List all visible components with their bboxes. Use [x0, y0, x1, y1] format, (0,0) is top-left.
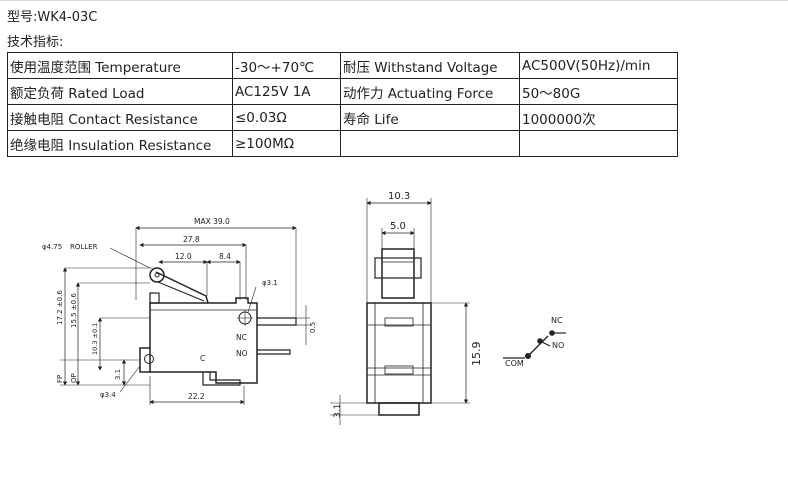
table-cell	[519, 130, 678, 157]
hole-diameter: φ3.1	[262, 279, 278, 287]
dim-27-8: 27.8	[183, 235, 200, 244]
dim-12-0: 12.0	[175, 252, 192, 261]
table-cell: AC125V 1A	[232, 78, 341, 105]
table-cell: 50～80G	[519, 78, 678, 105]
side-height: 15.9	[470, 342, 483, 367]
dim-op: 15.5 ±0.6	[70, 293, 78, 328]
schematic-labels: NC NO COM	[505, 316, 564, 368]
roller-diameter: φ4.75	[42, 243, 62, 251]
table-cell: 1000000次	[519, 104, 678, 131]
table-cell: 动作力 Actuating Force	[340, 78, 520, 105]
side-width: 10.3	[388, 191, 410, 202]
terminal-no-label: NO	[236, 349, 248, 358]
table-row: 绝缘电阻 Insulation Resistance ≥100MΩ	[7, 130, 678, 157]
schematic-nc: NC	[551, 316, 563, 325]
top-divider	[0, 0, 788, 1]
table-cell: 寿命 Life	[340, 104, 520, 131]
terminal-nc-label: NC	[236, 333, 247, 342]
table-cell	[340, 130, 520, 157]
terminal-c-label: C	[200, 354, 205, 363]
dim-22-2: 22.2	[188, 392, 205, 401]
schematic-no: NO	[552, 341, 564, 350]
table-cell: 绝缘电阻 Insulation Resistance	[7, 130, 233, 157]
spec-title: 技术指标:	[7, 35, 64, 50]
dim-max-length: MAX 39.0	[194, 217, 230, 226]
dim-0-5: 0.5	[309, 322, 317, 333]
fp-label: FP	[56, 375, 64, 383]
dim-fp: 17.2 ±0.6	[56, 290, 64, 325]
table-cell: ≥100MΩ	[232, 130, 341, 157]
table-cell: 接触电阻 Contact Resistance	[7, 104, 233, 131]
table-row: 接触电阻 Contact Resistance ≤0.03Ω 寿命 Life 1…	[7, 104, 678, 131]
lever-extension	[257, 317, 297, 326]
schematic-com: COM	[505, 359, 524, 368]
actuator-lever	[155, 271, 209, 304]
switch-body	[149, 297, 258, 384]
dim-3-1-front: 3.1	[114, 369, 122, 380]
table-cell: AC500V(50Hz)/min	[519, 52, 678, 79]
terminal-bottom	[202, 372, 241, 386]
table-cell: -30～+70℃	[232, 52, 341, 79]
spec-table: 使用温度范围 Temperature -30～+70℃ 耐压 Withstand…	[7, 52, 678, 157]
table-cell: 额定负荷 Rated Load	[7, 78, 233, 105]
mounting-hole-small	[144, 354, 154, 364]
model-number: 型号:WK4-03C	[7, 10, 98, 25]
side-view	[330, 198, 470, 425]
op-label: OP	[70, 373, 78, 383]
table-cell: ≤0.03Ω	[232, 104, 341, 131]
hole-small-diameter: φ3.4	[100, 391, 116, 399]
side-actuator	[381, 248, 415, 299]
terminal-right	[257, 349, 291, 355]
plunger	[149, 292, 160, 304]
side-inner-width: 5.0	[390, 221, 406, 232]
table-row: 使用温度范围 Temperature -30～+70℃ 耐压 Withstand…	[7, 52, 678, 79]
table-row: 额定负荷 Rated Load AC125V 1A 动作力 Actuating …	[7, 78, 678, 105]
front-view	[60, 225, 310, 405]
front-view-labels: MAX 39.0 27.8 12.0 8.4 φ4.75 ROLLER φ3.1…	[42, 217, 317, 401]
switch-schematic	[503, 330, 566, 359]
roller-label: ROLLER	[70, 243, 98, 251]
dim-8-4: 8.4	[219, 252, 231, 261]
side-terminal	[378, 402, 420, 416]
side-view-labels: 10.3 5.0 15.9 3.1	[333, 191, 483, 418]
dim-10-3: 10.3 ±0.1	[91, 323, 99, 355]
side-bottom: 3.1	[333, 404, 343, 418]
roller	[149, 267, 165, 283]
